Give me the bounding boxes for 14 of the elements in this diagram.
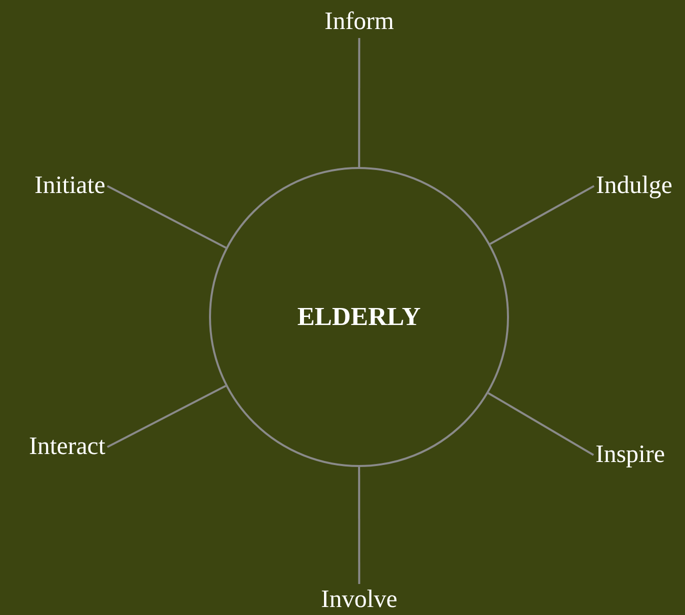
circle-node — [209, 167, 509, 467]
connector-line — [358, 467, 360, 584]
node-label: Indulge — [596, 172, 672, 200]
node-label: Involve — [321, 586, 398, 614]
node-label: Initiate — [34, 172, 106, 200]
connector-line — [490, 185, 594, 245]
node-label: Inform — [324, 8, 394, 36]
connector-line — [106, 185, 226, 249]
node-label: Interact — [29, 433, 106, 461]
node-label: ELDERLY — [297, 302, 421, 332]
node-label: Inspire — [596, 441, 665, 469]
connector-line — [358, 38, 360, 167]
connector-line — [488, 392, 594, 456]
connector-line — [106, 384, 226, 448]
